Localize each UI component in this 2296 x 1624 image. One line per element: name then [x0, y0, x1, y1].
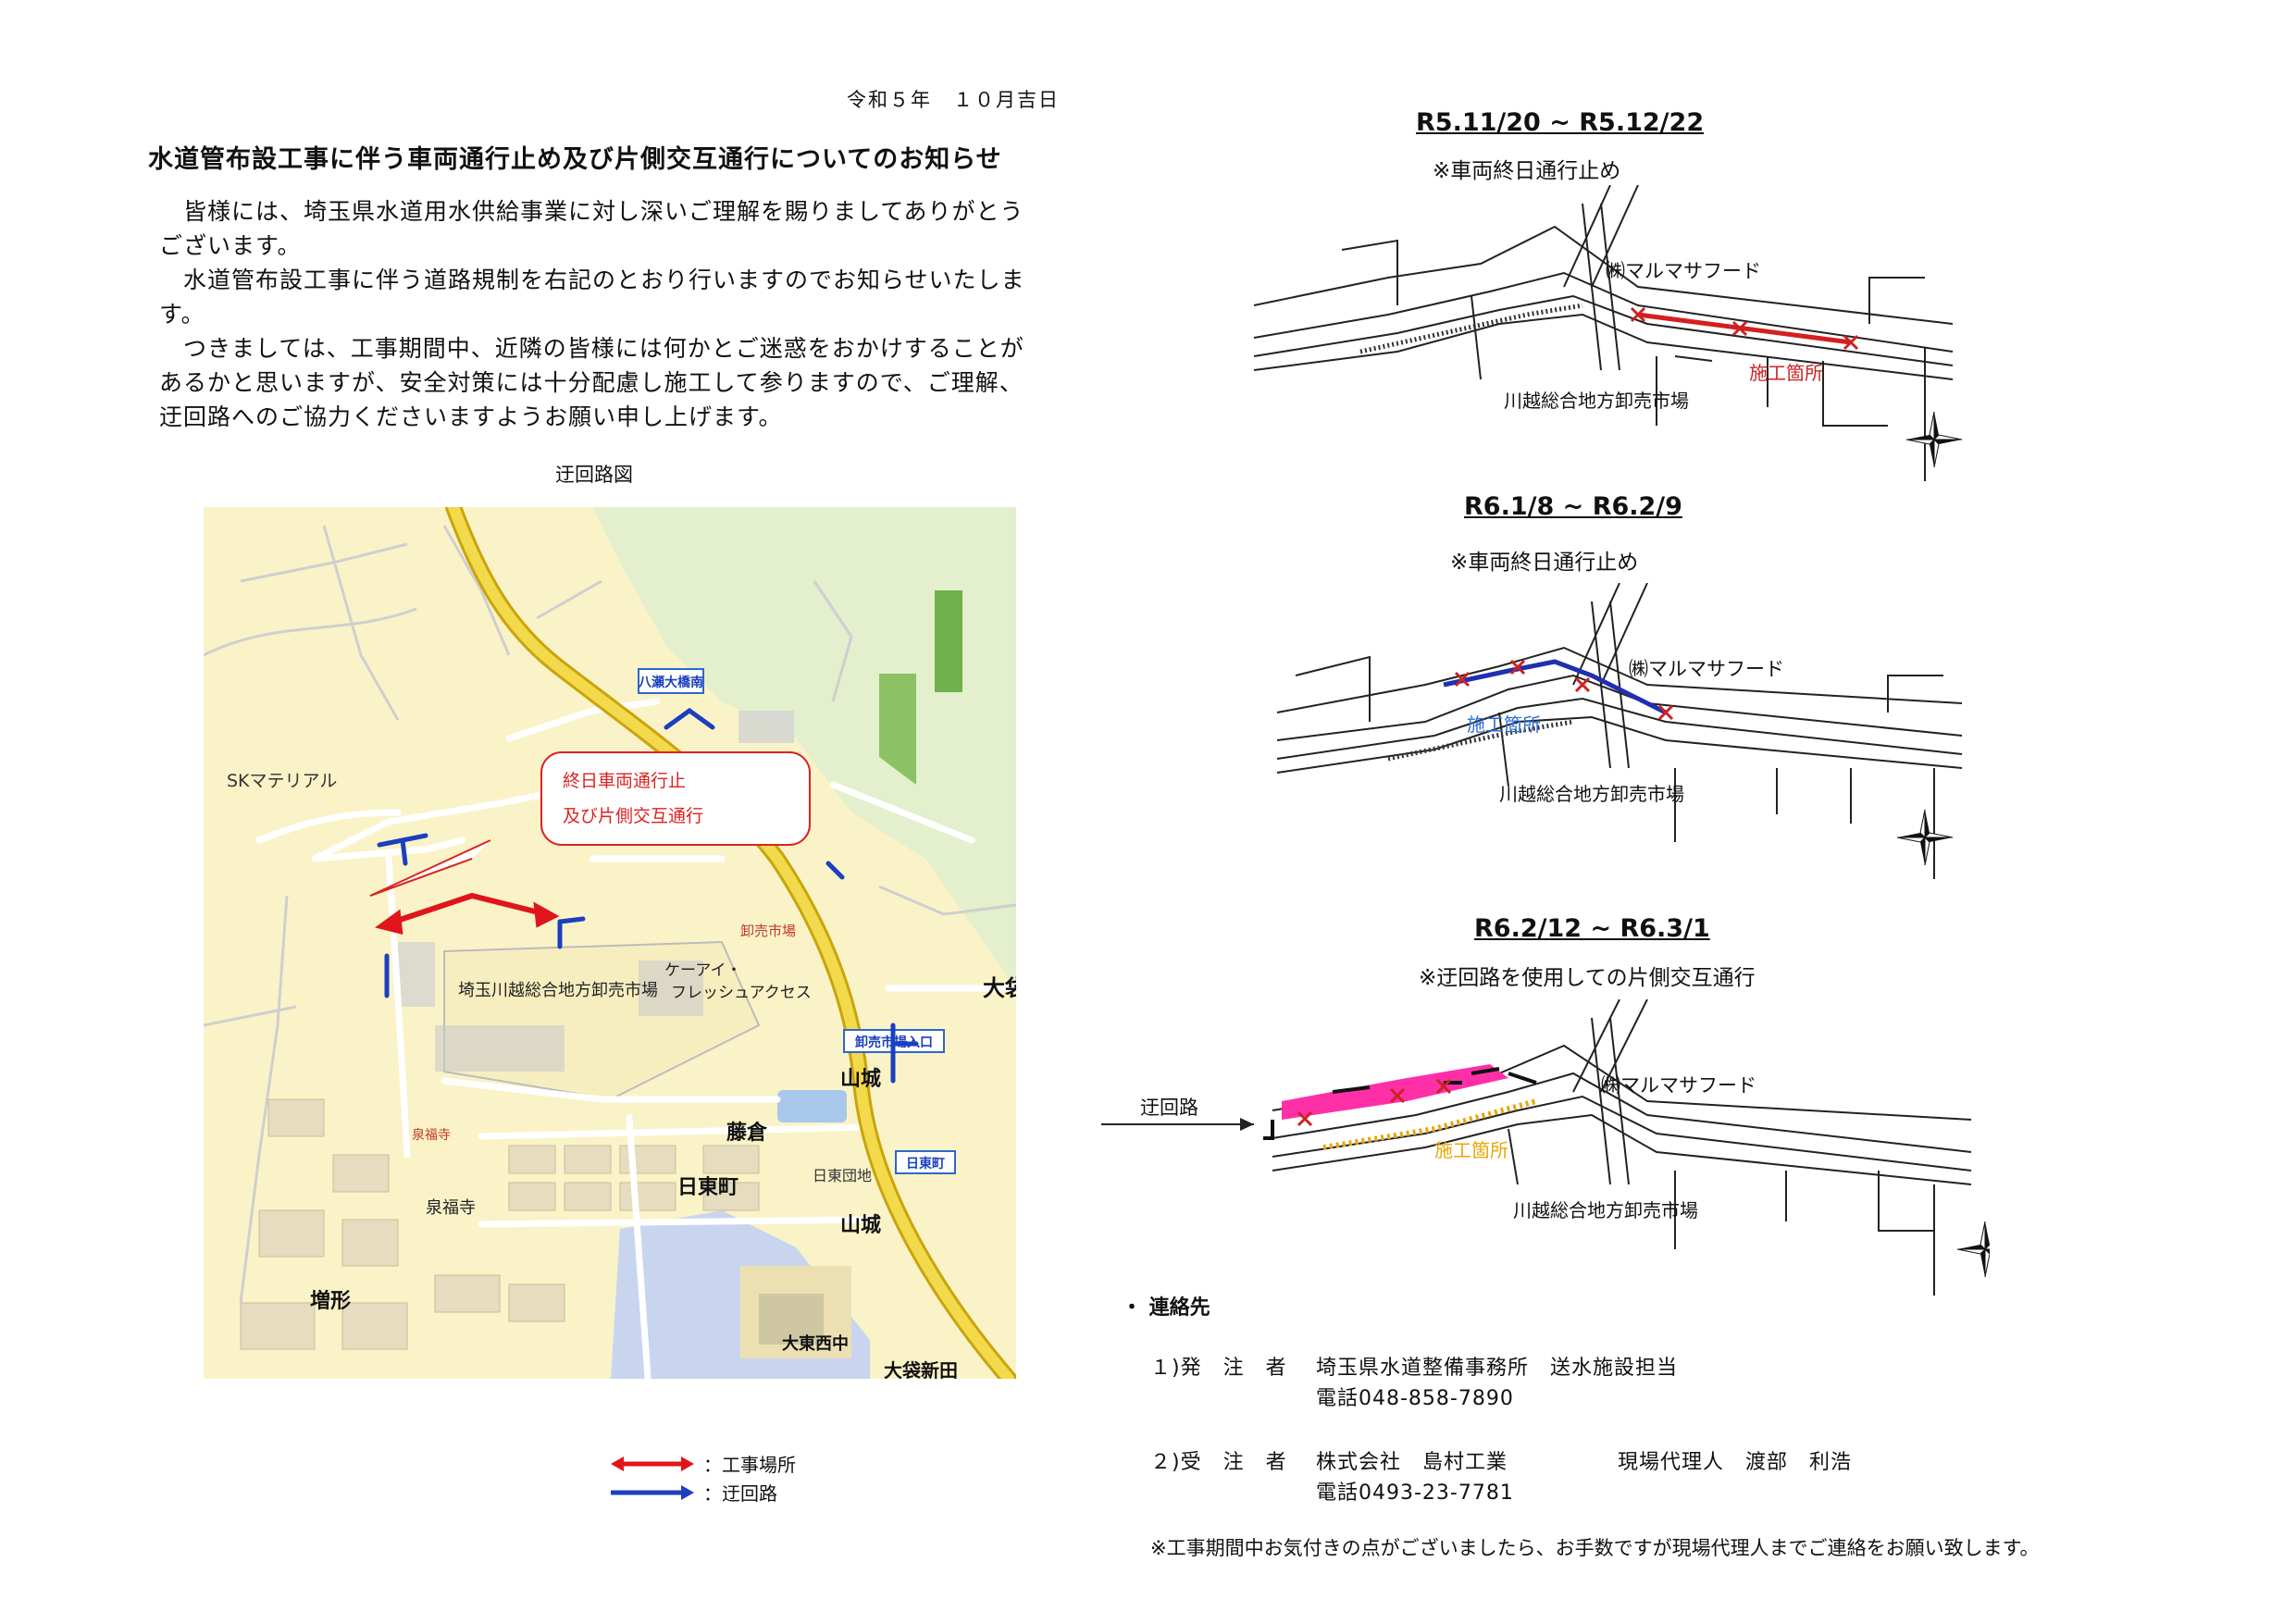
svg-text:及び片側交互通行: 及び片側交互通行 [563, 806, 703, 826]
contractor-label: ２)受 注 者 [1150, 1451, 1287, 1474]
legend-detour: ：迂回路 [611, 1479, 777, 1506]
map-label-senpukuji: 泉福寺 [426, 1198, 476, 1218]
legend-detour-label: ：迂回路 [703, 1482, 777, 1505]
phase3-period: R6.2/12 ~ R6.3/1 [1474, 914, 1710, 943]
contractor-tel: 電話0493-23-7781 [1316, 1481, 1514, 1505]
map-label-sk: SKマテリアル [227, 771, 337, 791]
map-label-daibu: 大袋 [983, 975, 1016, 1001]
phase3-diagram: 施工箇所 ㈱マルマサフード 川越総合地方卸売市場 [1101, 999, 1990, 1295]
map-label-senpukuji-small: 泉福寺 [412, 1127, 451, 1143]
phase2-site-label: 施工箇所 [1467, 713, 1541, 736]
orderer-tel: 電話048-858-7890 [1316, 1387, 1514, 1410]
compass-icon [1896, 809, 1954, 866]
phase3-note: ※迂回路を使用しての片側交互通行 [1419, 966, 1756, 990]
map-label-oroshi: 卸売市場 [740, 923, 796, 939]
phase1-note: ※車両終日通行止め [1433, 159, 1621, 183]
phase3-company-label: ㈱マルマサフード [1601, 1074, 1756, 1097]
phase1-company-label: ㈱マルマサフード [1606, 260, 1761, 282]
legend-work-site: ：工事場所 [611, 1450, 796, 1477]
map-label-market: 埼玉川越総合地方卸売市場 [458, 981, 658, 1000]
phase1-site-label: 施工箇所 [1749, 362, 1823, 384]
map-label-daitou-nishi: 大東西中 [782, 1333, 849, 1354]
phase1-market-label: 川越総合地方卸売市場 [1504, 390, 1689, 412]
map-sign-yase: 八瀬大橋南 [638, 668, 704, 694]
contractor-name: 株式会社 島村工業 [1316, 1451, 1508, 1474]
map-label-nittou: 日東町 [677, 1176, 738, 1199]
map-label-yamashiro: 山城 [840, 1067, 881, 1091]
orderer-label: １)発 注 者 [1150, 1357, 1287, 1380]
phase2-diagram: 施工箇所 ㈱マルマサフード 川越総合地方卸売市場 [1276, 583, 1963, 879]
map-label-fujikura: 藤倉 [726, 1121, 768, 1145]
body-paragraph: つきましては、工事期間中、近隣の皆様には何かとご迷惑をおかけすることがあるかと思… [159, 335, 1024, 430]
contacts-heading: ・ 連絡先 [1122, 1296, 1210, 1320]
svg-text:八瀬大橋南: 八瀬大橋南 [638, 675, 703, 690]
compass-icon [1905, 411, 1963, 468]
phase2-market-label: 川越総合地方卸売市場 [1499, 783, 1684, 805]
svg-text:日東町: 日東町 [906, 1156, 945, 1172]
phase3-site-label: 施工箇所 [1434, 1139, 1508, 1161]
blue-arrow-icon [611, 1484, 694, 1500]
legend-work-site-label: ：工事場所 [703, 1454, 796, 1476]
orderer-name: 埼玉県水道整備事務所 送水施設担当 [1316, 1357, 1679, 1380]
detour-arrows [377, 707, 919, 1084]
work-site-arrow [375, 892, 560, 935]
phase1-diagram: 施工箇所 ㈱マルマサフード 川越総合地方卸売市場 [1253, 185, 1963, 481]
footnote: ※工事期間中お気付きの点がございましたら、お手数ですが現場代理人までご連絡をお願… [1150, 1537, 2040, 1559]
phase3-market-label: 川越総合地方卸売市場 [1513, 1199, 1698, 1221]
map-label-yamashiro2: 山城 [840, 1213, 881, 1237]
notice-body: 皆様には、埼玉県水道用水供給事業に対し深いご理解を賜りましてありがとうございます… [159, 194, 1034, 434]
map-callout: 終日車両通行止 及び片側交互通行 [369, 751, 811, 897]
svg-text:終日車両通行止: 終日車両通行止 [563, 771, 686, 791]
phase3-detour-label: 迂回路 [1140, 1097, 1198, 1119]
map-label-masugata: 増形 [310, 1289, 351, 1313]
phase1-period: R5.11/20 ~ R5.12/22 [1416, 108, 1705, 137]
detour-map: 八瀬大橋南 SKマテリアル 114 卸売市場 埼玉川越総合地方卸売市場 ケーアイ… [204, 507, 1016, 1379]
map-label-kai2: フレッシュアクセス [671, 984, 812, 1002]
contractor-rep: 現場代理人 渡部 利浩 [1618, 1451, 1853, 1474]
map-label-oobukuro: 大袋新田 [884, 1359, 958, 1379]
map-label-nittou-danchi: 日東団地 [813, 1167, 872, 1184]
body-paragraph: 水道管布設工事に伴う道路規制を右記のとおり行いますのでお知らせいたします。 [159, 267, 1025, 328]
map-sign-nittou: 日東町 [895, 1150, 956, 1174]
phase2-company-label: ㈱マルマサフード [1629, 658, 1784, 680]
red-double-arrow-icon [611, 1456, 694, 1471]
notice-title: 水道管布設工事に伴う車両通行止め及び片側交互通行についてのお知らせ [148, 145, 1002, 174]
map-caption: 迂回路図 [555, 464, 633, 486]
phase2-note: ※車両終日通行止め [1450, 551, 1639, 575]
compass-icon [1956, 1221, 1990, 1278]
body-paragraph: 皆様には、埼玉県水道用水供給事業に対し深いご理解を賜りましてありがとうございます… [159, 198, 1024, 259]
phase2-period: R6.1/8 ~ R6.2/9 [1464, 492, 1682, 521]
map-label-kai1: ケーアイ・ [664, 961, 741, 980]
notice-date: 令和５年 １０月吉日 [847, 89, 1060, 111]
